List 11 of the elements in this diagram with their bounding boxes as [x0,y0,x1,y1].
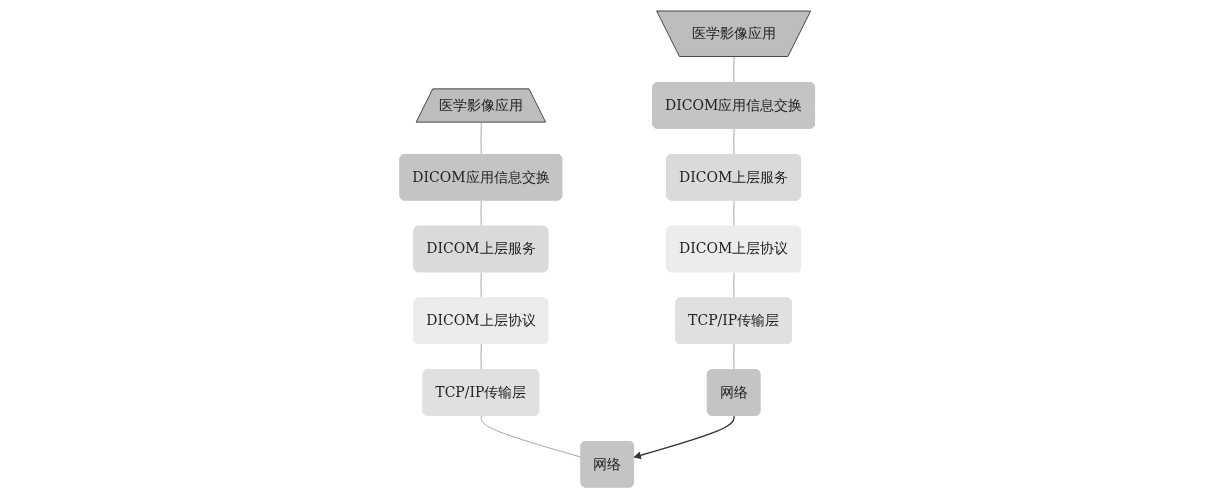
connector [480,414,582,458]
connector [480,121,482,155]
connector [733,343,735,371]
connector [733,271,735,299]
connector [733,127,735,155]
connector [480,271,482,299]
connector [480,343,482,371]
connector [733,56,735,84]
connector [733,199,735,227]
connector [480,199,482,227]
arrow [633,414,735,459]
